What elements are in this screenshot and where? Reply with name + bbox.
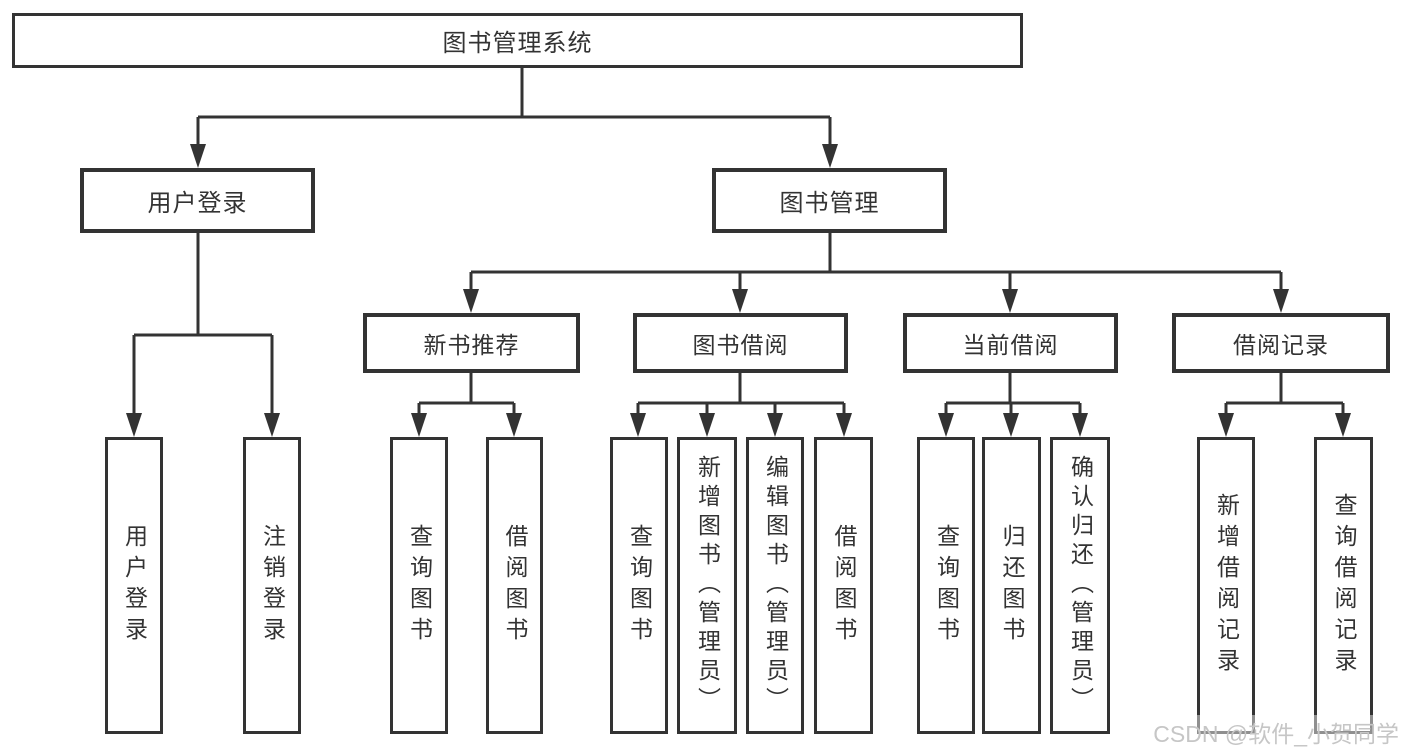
node-book-management: 图书管理 bbox=[712, 168, 947, 233]
node-borrow-records-label: 借阅记录 bbox=[1233, 332, 1329, 358]
leaf-borrow-add-books-admin: 新增图书（管理员） bbox=[677, 437, 737, 734]
leaf-logout: 注销登录 bbox=[243, 437, 301, 734]
leaf-borrow-borrow-books-label: 借阅图书 bbox=[831, 523, 857, 648]
leaf-recommend-borrow-books-label: 借阅图书 bbox=[502, 523, 528, 648]
node-borrow-records: 借阅记录 bbox=[1172, 313, 1390, 373]
leaf-records-query-record-label: 查询借阅记录 bbox=[1331, 492, 1357, 679]
leaf-records-query-record: 查询借阅记录 bbox=[1314, 437, 1373, 734]
watermark: CSDN @软件_小贺同学 bbox=[1151, 715, 1401, 747]
leaf-logout-label: 注销登录 bbox=[259, 523, 286, 648]
leaf-borrow-query-books: 查询图书 bbox=[610, 437, 668, 734]
leaf-records-add-record-label: 新增借阅记录 bbox=[1213, 492, 1240, 679]
node-new-book-recommend: 新书推荐 bbox=[363, 313, 580, 373]
leaf-recommend-query-books: 查询图书 bbox=[390, 437, 448, 734]
node-library-system-label: 图书管理系统 bbox=[442, 30, 593, 57]
node-new-book-recommend-label: 新书推荐 bbox=[423, 332, 520, 358]
leaf-current-query-books-label: 查询图书 bbox=[933, 523, 960, 648]
node-current-borrow-label: 当前借阅 bbox=[962, 332, 1059, 358]
leaf-borrow-edit-books-admin-label: 编辑图书（管理员） bbox=[762, 455, 789, 716]
leaf-current-query-books: 查询图书 bbox=[917, 437, 975, 734]
node-current-borrow: 当前借阅 bbox=[903, 313, 1118, 373]
leaf-records-add-record: 新增借阅记录 bbox=[1197, 437, 1255, 734]
leaf-user-login: 用户登录 bbox=[105, 437, 163, 734]
node-book-borrow: 图书借阅 bbox=[633, 313, 848, 373]
node-user-login: 用户登录 bbox=[80, 168, 315, 233]
node-user-login-label: 用户登录 bbox=[147, 190, 248, 217]
leaf-recommend-borrow-books: 借阅图书 bbox=[486, 437, 543, 734]
leaf-borrow-query-books-label: 查询图书 bbox=[626, 523, 653, 648]
leaf-current-confirm-return-admin-label: 确认归还（管理员） bbox=[1067, 455, 1094, 716]
leaf-borrow-add-books-admin-label: 新增图书（管理员） bbox=[694, 455, 721, 716]
leaf-recommend-query-books-label: 查询图书 bbox=[406, 523, 433, 648]
node-library-system: 图书管理系统 bbox=[12, 13, 1023, 68]
leaf-current-confirm-return-admin: 确认归还（管理员） bbox=[1050, 437, 1110, 734]
node-book-management-label: 图书管理 bbox=[779, 190, 880, 217]
node-book-borrow-label: 图书借阅 bbox=[692, 332, 789, 358]
leaf-current-return-books: 归还图书 bbox=[982, 437, 1041, 734]
leaf-user-login-label: 用户登录 bbox=[121, 523, 148, 648]
leaf-borrow-edit-books-admin: 编辑图书（管理员） bbox=[746, 437, 804, 734]
leaf-current-return-books-label: 归还图书 bbox=[999, 523, 1025, 648]
leaf-borrow-borrow-books: 借阅图书 bbox=[814, 437, 873, 734]
